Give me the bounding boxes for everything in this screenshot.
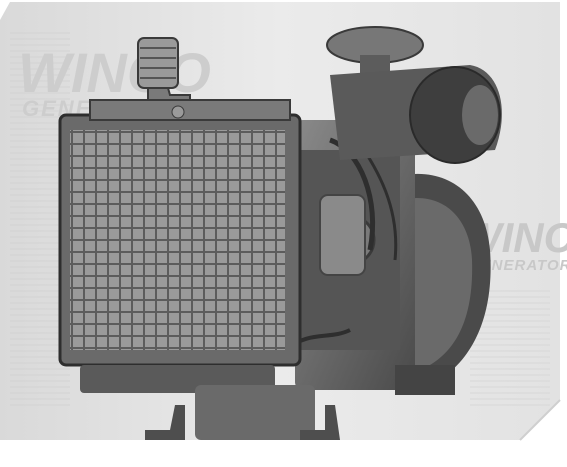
watermark-right-subtitle: GENERATORS [468, 257, 567, 274]
radiator [58, 99, 302, 367]
air-cleaner [326, 26, 502, 164]
engine-block [283, 120, 491, 390]
engine-base [80, 365, 455, 440]
